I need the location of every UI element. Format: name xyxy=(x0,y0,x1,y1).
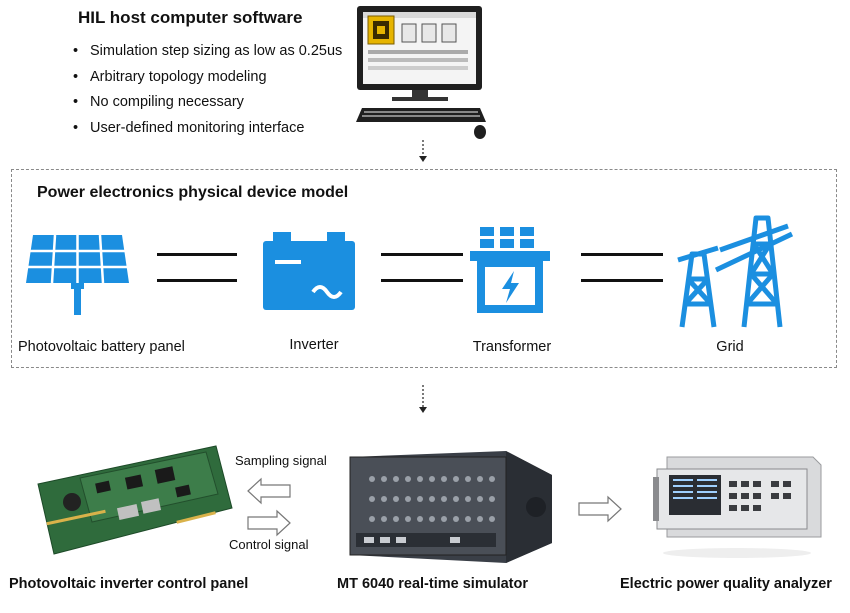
grid-tower-icon xyxy=(677,215,794,328)
control-signal-label: Control signal xyxy=(229,537,309,552)
host-feature-item: User-defined monitoring interface xyxy=(70,116,342,142)
host-feature-item: Simulation step sizing as low as 0.25us xyxy=(70,39,342,65)
host-feature-item: Arbitrary topology modeling xyxy=(70,65,342,91)
control-board-icon xyxy=(37,445,233,555)
dashed-arrow xyxy=(419,385,427,413)
host-software-title: HIL host computer software xyxy=(78,8,303,27)
transformer-icon xyxy=(470,227,550,313)
component-label-grid: Grid xyxy=(716,339,744,355)
host-feature-item: No compiling necessary xyxy=(70,90,342,116)
connector-line xyxy=(381,253,463,256)
battery-inverter-icon xyxy=(263,232,355,310)
power-analyzer-icon xyxy=(653,456,822,558)
component-label-inverter: Inverter xyxy=(289,337,339,353)
connector-line xyxy=(581,279,663,282)
connector-line xyxy=(581,253,663,256)
device-label-analyzer: Electric power quality analyzer xyxy=(620,576,832,592)
computer-icon xyxy=(356,6,486,139)
connector-line xyxy=(157,279,237,282)
device-label-simulator: MT 6040 real-time simulator xyxy=(337,576,528,592)
device-model-title: Power electronics physical device model xyxy=(37,184,349,201)
device-model-box xyxy=(11,169,837,368)
dashed-arrow xyxy=(419,140,427,162)
sampling-signal-label: Sampling signal xyxy=(235,453,327,468)
connector-line xyxy=(157,253,237,256)
solar-panel-icon xyxy=(26,234,129,315)
right-arrow-icon xyxy=(578,495,622,523)
device-label-control-panel: Photovoltaic inverter control panel xyxy=(9,576,249,592)
connector-line xyxy=(381,279,463,282)
right-arrow-icon xyxy=(247,509,291,537)
left-arrow-icon xyxy=(247,477,291,505)
simulator-icon xyxy=(349,451,552,563)
component-label-transformer: Transformer xyxy=(472,339,552,355)
component-label-pv-panel: Photovoltaic battery panel xyxy=(18,339,185,355)
host-feature-list: Simulation step sizing as low as 0.25us … xyxy=(70,39,342,141)
